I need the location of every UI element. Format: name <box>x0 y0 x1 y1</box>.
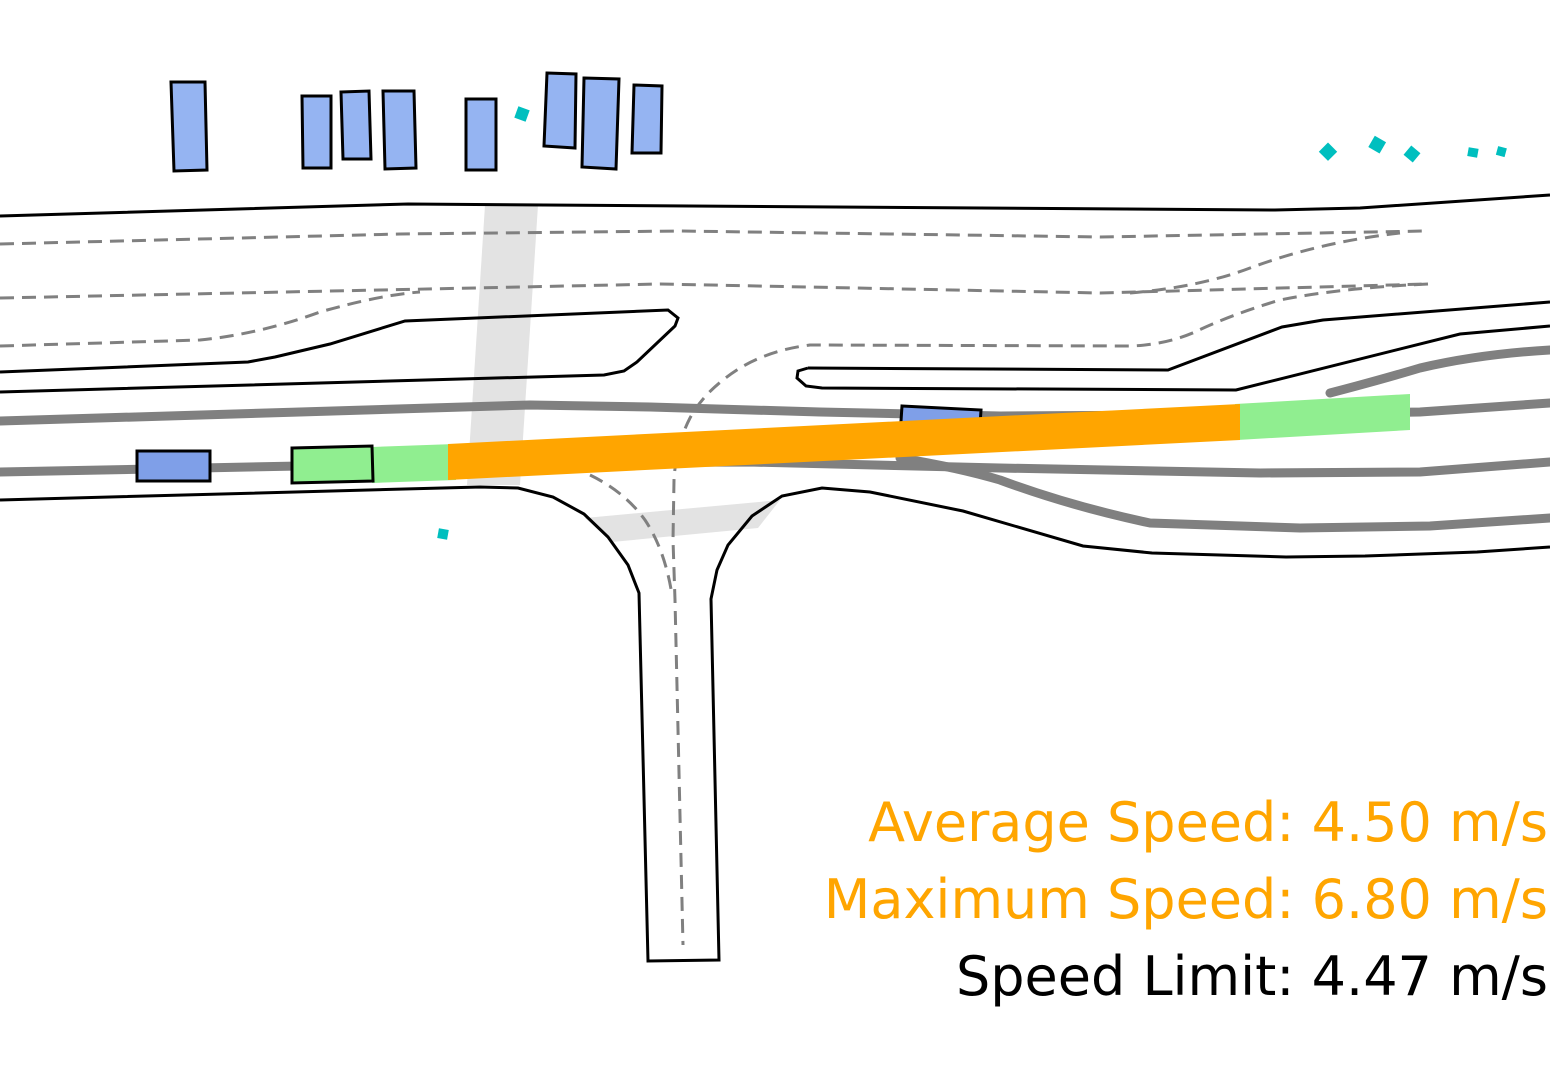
pedestrian <box>1495 146 1507 158</box>
parked-vehicle <box>630 83 664 155</box>
boundary-bottom-left <box>0 485 1550 963</box>
lane-divider-merge <box>1129 231 1401 295</box>
pedestrian <box>1467 147 1479 158</box>
trajectory-normal-end <box>1235 394 1410 440</box>
crosswalk-south <box>585 500 780 542</box>
lane-divider-middle <box>0 282 1429 300</box>
vehicle <box>135 449 212 483</box>
pedestrian <box>514 106 530 122</box>
lane-markings <box>0 229 1429 946</box>
lane-divider-right-turn <box>589 473 674 596</box>
lane-divider-median <box>671 282 1429 946</box>
pedestrian <box>1368 135 1387 154</box>
centerline-ramp <box>1325 345 1550 398</box>
parked-vehicle <box>169 80 209 173</box>
ego-trajectory <box>372 394 1410 483</box>
parked-vehicle <box>464 97 498 172</box>
pedestrian <box>1318 142 1338 161</box>
crosswalks <box>467 205 780 542</box>
centerline-curve-right <box>895 453 1550 533</box>
parked-vehicles <box>169 71 664 173</box>
boundary-left-median <box>0 308 680 394</box>
centerline-lower <box>0 457 1550 478</box>
parked-vehicle <box>300 94 333 170</box>
parked-vehicle <box>381 89 418 171</box>
trajectory-normal-start <box>372 444 456 483</box>
crosswalk-north <box>467 205 538 485</box>
lane-divider-top <box>0 229 1426 246</box>
pedestrian <box>437 528 449 540</box>
maximum-speed-label: Maximum Speed: 6.80 m/s <box>823 868 1548 931</box>
lane-divider-left-turn <box>0 290 421 348</box>
pedestrian <box>1403 145 1421 163</box>
ego-vehicle <box>290 444 375 485</box>
parked-vehicle <box>339 89 373 161</box>
trajectory-over-limit <box>448 404 1240 480</box>
pedestrians <box>437 106 1507 540</box>
boundary-right-median <box>807 300 1550 372</box>
boundary-top <box>0 193 1550 218</box>
parked-vehicle <box>580 76 621 171</box>
road-boundaries <box>0 193 1550 963</box>
parked-vehicle <box>542 71 578 150</box>
boundary-right-island <box>795 324 1550 392</box>
average-speed-label: Average Speed: 4.50 m/s <box>868 791 1548 854</box>
speed-limit-label: Speed Limit: 4.47 m/s <box>956 945 1548 1008</box>
